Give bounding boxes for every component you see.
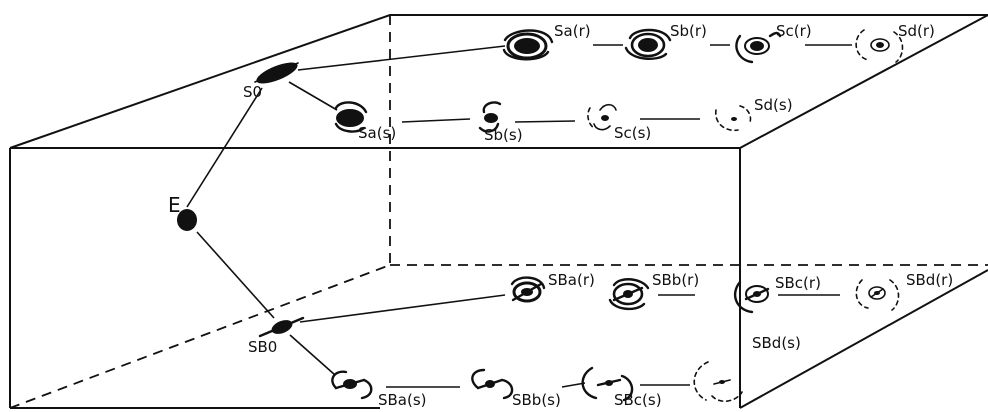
ringed-spiral-galaxy-icon: [855, 29, 904, 63]
label-Sc_s: Sc(s): [614, 124, 651, 142]
label-Sd_s: Sd(s): [754, 96, 793, 114]
s-shaped-spiral-galaxy-icon: [715, 105, 752, 132]
top-right-edge: [739, 14, 988, 149]
s-shaped-barred-spiral-galaxy-icon: [693, 361, 743, 403]
elliptical-galaxy-icon: [177, 209, 197, 231]
barred-lenticular-galaxy-icon: [258, 316, 305, 338]
label-Sb_s: Sb(s): [484, 126, 523, 144]
label-Sa_s: Sa(s): [358, 124, 396, 142]
label-Sd_r: Sd(r): [898, 22, 935, 40]
label-E: E: [168, 193, 181, 217]
label-SBd_s: SBd(s): [752, 334, 801, 352]
label-SBb_r: SBb(r): [652, 271, 699, 289]
label-Sa_r: Sa(r): [554, 22, 591, 40]
ringed-spiral-galaxy-icon: [624, 28, 672, 60]
ringed-barred-spiral-galaxy-icon: [855, 279, 900, 311]
label-SBc_s: SBc(s): [614, 391, 662, 409]
connections: [186, 44, 852, 388]
ringed-barred-spiral-galaxy-icon: [510, 276, 546, 303]
label-SBa_s: SBa(s): [378, 391, 427, 409]
ringed-barred-spiral-galaxy-icon: [608, 278, 650, 311]
s-shaped-spiral-galaxy-icon: [478, 101, 502, 133]
s-shaped-barred-spiral-galaxy-icon: [331, 370, 373, 400]
ringed-spiral-galaxy-icon: [502, 29, 554, 61]
s-shaped-spiral-galaxy-icon: [334, 101, 368, 133]
label-Sc_r: Sc(r): [776, 22, 812, 40]
box-outline: [9, 14, 988, 409]
label-SBd_r: SBd(r): [906, 271, 953, 289]
bottom-right-edge: [739, 269, 988, 409]
s-shaped-barred-spiral-galaxy-icon: [471, 368, 514, 400]
lenticular-galaxy-icon: [254, 62, 299, 84]
label-SBb_s: SBb(s): [512, 391, 561, 409]
label-Sb_r: Sb(r): [670, 22, 707, 40]
s-shaped-barred-spiral-galaxy-icon: [581, 366, 634, 402]
ringed-spiral-galaxy-icon: [735, 31, 782, 64]
label-SBc_r: SBc(r): [775, 274, 821, 292]
s-shaped-spiral-galaxy-icon: [587, 103, 617, 131]
bottom-left-hidden-edge: [9, 264, 391, 409]
ringed-barred-spiral-galaxy-icon: [733, 280, 770, 314]
label-S0: S0: [243, 83, 262, 101]
label-SBa_r: SBa(r): [548, 271, 595, 289]
label-SB0: SB0: [248, 338, 277, 356]
